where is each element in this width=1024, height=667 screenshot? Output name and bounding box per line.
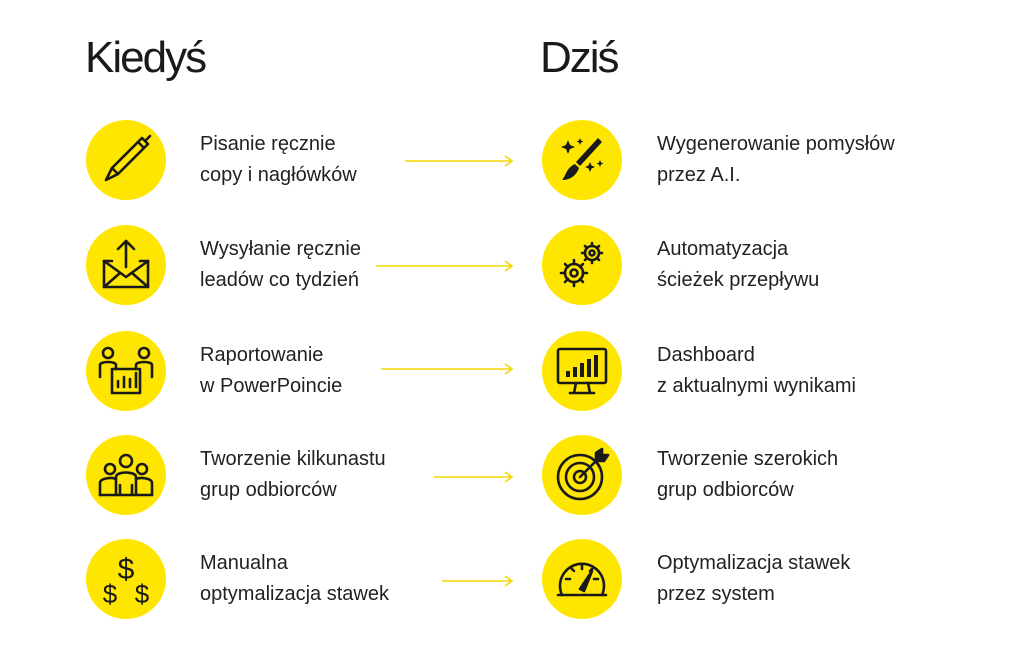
envelope-upload-icon	[86, 225, 166, 305]
speedometer-icon	[542, 539, 622, 619]
arrow-icon	[405, 155, 514, 167]
heading-before: Kiedyś	[85, 33, 207, 82]
arrow-icon	[381, 363, 514, 375]
magic-brush-icon	[542, 120, 622, 200]
presentation-icon	[86, 331, 166, 411]
gears-icon	[542, 225, 622, 305]
group-icon	[86, 435, 166, 515]
svg-text:$: $	[118, 553, 135, 586]
target-icon	[542, 435, 622, 515]
dollar-signs-icon: $ $ $	[86, 539, 166, 619]
pen-icon	[86, 120, 166, 200]
arrow-icon	[434, 471, 514, 483]
svg-text:$: $	[135, 579, 150, 609]
arrow-icon	[376, 260, 514, 272]
monitor-chart-icon	[542, 331, 622, 411]
heading-now: Dziś	[540, 33, 620, 82]
svg-text:$: $	[103, 579, 118, 609]
arrow-icon	[442, 575, 514, 587]
